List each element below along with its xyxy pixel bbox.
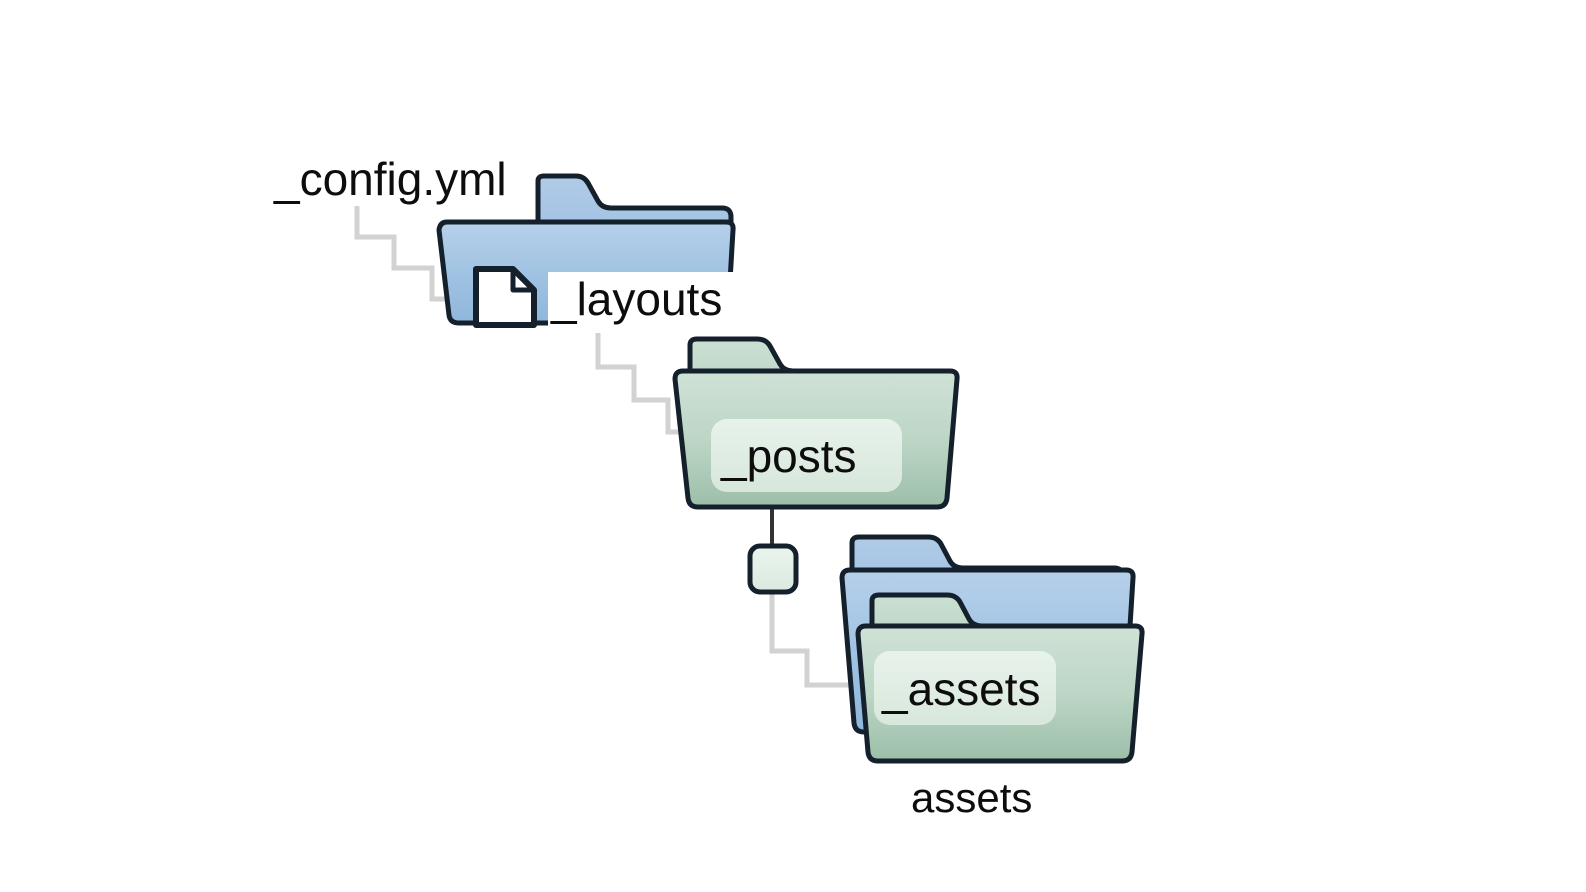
folder-label-posts: _posts: [720, 430, 857, 482]
label-layouts: _layouts: [548, 272, 734, 326]
folder-label-assets: _assets: [881, 663, 1041, 715]
posts-label-plate: [711, 419, 902, 492]
folder-caption-assets: assets: [911, 774, 1032, 821]
file-icon: [473, 266, 537, 328]
file-label-config-yml: _config.yml: [273, 153, 507, 205]
assets-label-plate: [874, 651, 1056, 725]
folder-posts[interactable]: _posts: [672, 336, 960, 510]
edge-layouts-to-posts: [595, 333, 700, 435]
junction-node[interactable]: [747, 543, 799, 595]
label-config-yml: _config.yml: [268, 150, 528, 206]
folder-assets-stack[interactable]: _assets assets: [839, 534, 1145, 821]
edge-junction-to-assets: [769, 593, 880, 688]
folder-label-layouts: _layouts: [550, 273, 722, 325]
edge-config-to-layouts: [354, 205, 520, 302]
